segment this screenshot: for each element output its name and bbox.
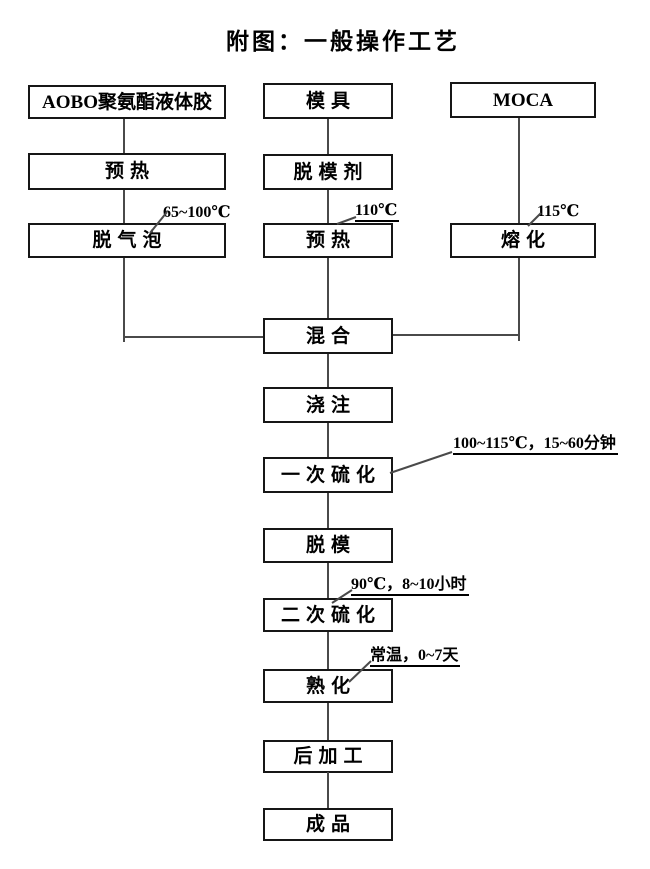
- box-label-preheat-left: 预热: [104, 161, 155, 182]
- flow-box-moca: MOCA: [450, 82, 596, 118]
- annotation-melt-temp: 115℃: [537, 203, 580, 220]
- box-label-degas: 脱气泡: [92, 230, 168, 251]
- flow-box-finished-product: 成品: [263, 808, 393, 841]
- flow-box-pour: 浇注: [263, 387, 393, 423]
- flow-box-first-vulcanization: 一次硫化: [263, 457, 393, 493]
- box-label-mix: 混合: [305, 325, 356, 347]
- page-title: 附图：一般操作工艺: [226, 29, 460, 54]
- flow-box-second-vulcanization: 二次硫化: [263, 598, 393, 632]
- flow-box-melt: 熔化: [450, 223, 596, 258]
- box-label-pour: 浇注: [305, 394, 356, 416]
- flow-box-mix: 混合: [263, 318, 393, 354]
- box-label-first-vulcanization: 一次硫化: [280, 464, 381, 486]
- box-label-release-agent: 脱模剂: [293, 161, 369, 183]
- box-label-demold: 脱模: [305, 535, 356, 556]
- flow-box-aobo-liquid-glue: AOBO聚氨酯液体胶: [28, 85, 226, 119]
- box-label-aobo-liquid-glue: AOBO聚氨酯液体胶: [42, 91, 212, 113]
- leader-first-cure-condition: [389, 451, 453, 474]
- flow-box-release-agent: 脱模剂: [263, 154, 393, 190]
- flow-box-preheat-left: 预热: [28, 153, 226, 190]
- flow-box-preheat-middle: 预热: [263, 223, 393, 258]
- flow-box-mold: 模具: [263, 83, 393, 119]
- box-label-mold: 模具: [305, 90, 356, 112]
- annotation-second-cure-condition: 90℃，8~10小时: [351, 576, 469, 596]
- box-label-finished-product: 成品: [305, 814, 356, 835]
- box-label-second-vulcanization: 二次硫化: [280, 604, 381, 626]
- box-label-aging: 熟化: [305, 675, 356, 697]
- box-label-post-processing: 后加工: [293, 746, 369, 767]
- flow-box-post-processing: 后加工: [263, 740, 393, 773]
- annotation-aging-condition: 常温，0~7天: [370, 647, 461, 667]
- flow-box-degas: 脱气泡: [28, 223, 226, 258]
- annotation-preheat-middle-temp: 110℃: [355, 202, 400, 222]
- annotation-first-cure-condition: 100~115℃，15~60分钟: [453, 435, 618, 455]
- box-label-preheat-middle: 预热: [305, 230, 356, 251]
- box-label-moca: MOCA: [492, 89, 554, 111]
- annotation-degas-temp: 65~100℃: [163, 204, 231, 221]
- box-label-melt: 熔化: [500, 230, 551, 251]
- flow-box-aging: 熟化: [263, 669, 393, 703]
- flow-box-demold: 脱模: [263, 528, 393, 563]
